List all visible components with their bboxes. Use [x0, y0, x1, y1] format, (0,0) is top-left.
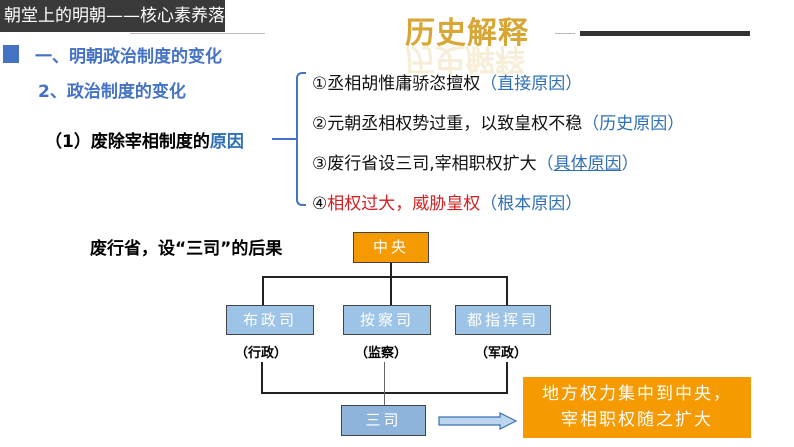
- question-heading: （1）废除宰相制度的原因: [45, 132, 244, 152]
- office-box: 按察司: [343, 305, 431, 335]
- slide-title-bar: 朝堂上的明朝——核心素养落实: [0, 0, 242, 32]
- merged-box: 三司: [341, 405, 426, 436]
- line: [384, 362, 385, 405]
- arrow-right-icon: [438, 412, 518, 430]
- diagram-title: 废行省，设“三司”的后果: [90, 239, 283, 259]
- logo-text: 历史解释: [405, 16, 529, 51]
- reason-link[interactable]: 具体原因: [553, 154, 622, 174]
- bracket: [296, 72, 306, 206]
- line: [262, 276, 264, 305]
- section-subheading: 2、政治制度的变化: [38, 82, 186, 102]
- line: [390, 263, 392, 305]
- reason-item: ①丞相胡惟庸骄恣擅权（直接原因）: [312, 74, 583, 94]
- reason-item: ③废行省设三司,宰相职权扩大（具体原因）: [312, 154, 639, 174]
- office-role: （监察）: [355, 346, 408, 361]
- office-box: 都指挥司: [455, 305, 551, 335]
- office-role: （行政）: [235, 346, 288, 361]
- bullet-square: [3, 45, 19, 63]
- line: [261, 362, 263, 393]
- slide-title: 朝堂上的明朝——核心素养落实: [4, 6, 242, 26]
- divider: [555, 33, 575, 34]
- dark-bar: [580, 31, 750, 36]
- line: [506, 276, 508, 305]
- connector: [272, 138, 296, 140]
- divider: [130, 33, 265, 34]
- center-box: 中央: [353, 232, 429, 263]
- section-heading: 一、明朝政治制度的变化: [35, 47, 222, 67]
- reason-item: ②元朝丞相权势过重，以致皇权不稳（历史原因）: [312, 114, 685, 134]
- office-role: （军政）: [475, 346, 528, 361]
- line: [506, 362, 508, 393]
- office-box: 布政司: [226, 305, 314, 335]
- line: [262, 276, 508, 278]
- result-box: 地方权力集中到中央，宰相职权随之扩大: [523, 377, 751, 438]
- reason-item: ④相权过大，威胁皇权（根本原因）: [312, 194, 583, 214]
